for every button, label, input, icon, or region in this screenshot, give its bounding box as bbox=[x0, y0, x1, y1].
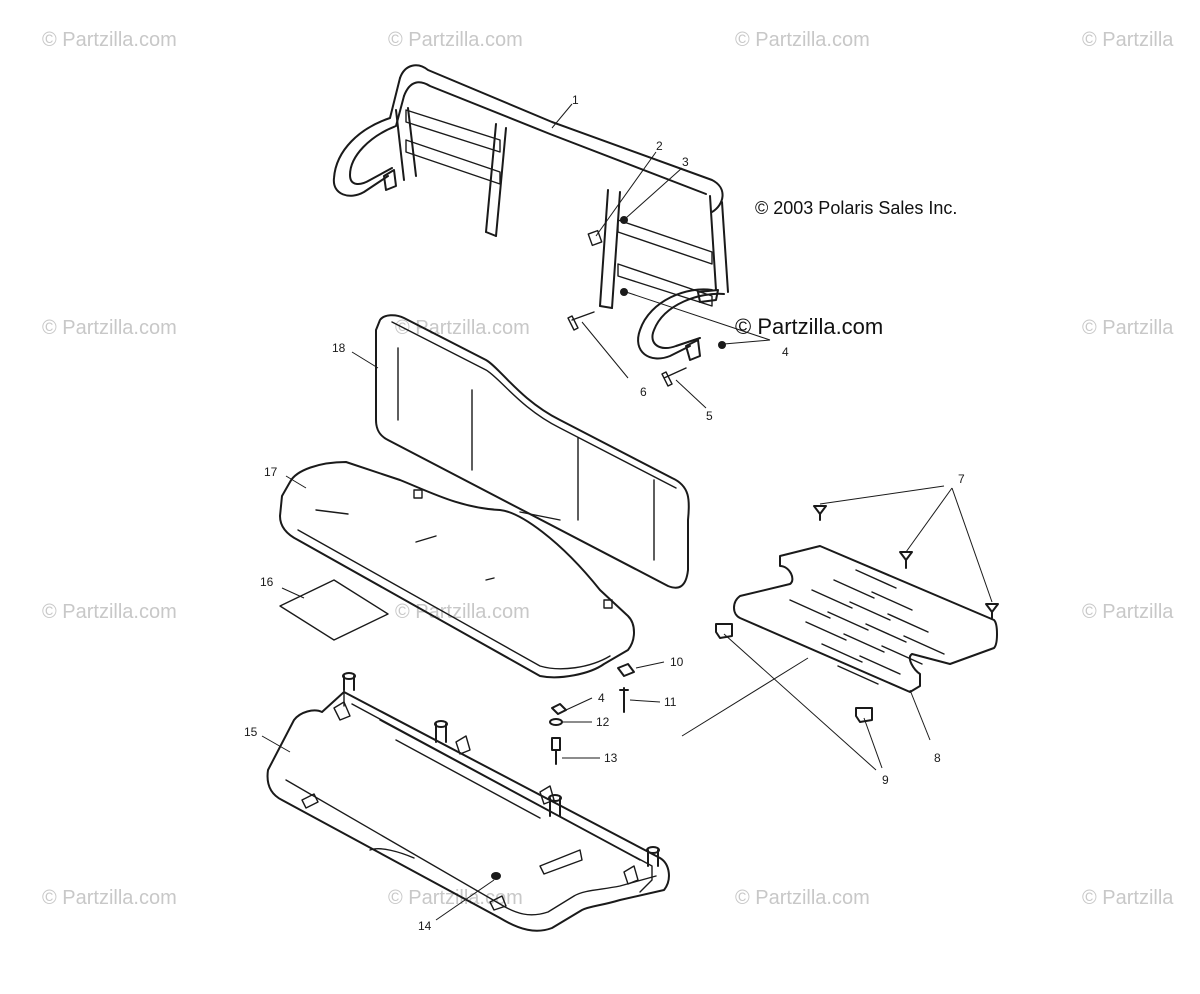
callout-18: 18 bbox=[332, 341, 346, 355]
watermark: © Partzilla.com bbox=[42, 887, 177, 909]
part-3-nut bbox=[620, 216, 628, 296]
part-2-bolt bbox=[587, 229, 603, 247]
watermark: © Partzilla.com bbox=[42, 317, 177, 339]
callout-8: 8 bbox=[934, 751, 941, 765]
callout-17: 17 bbox=[264, 465, 278, 479]
watermark: © Partzilla bbox=[1082, 317, 1174, 339]
callout-9: 9 bbox=[882, 773, 889, 787]
part-12-washer bbox=[549, 718, 563, 726]
callout-10: 10 bbox=[670, 655, 684, 669]
callout-2: 2 bbox=[656, 139, 663, 153]
watermark: © Partzilla.com bbox=[388, 887, 523, 909]
part-5-bolt bbox=[661, 367, 687, 387]
callout-4b: 4 bbox=[598, 691, 605, 705]
callout-15: 15 bbox=[244, 725, 258, 739]
watermark: © Partzilla.com bbox=[735, 887, 870, 909]
watermark: © Partzilla.com bbox=[395, 601, 530, 623]
watermark: © Partzilla.com bbox=[42, 601, 177, 623]
part-18-seat-back bbox=[375, 314, 690, 589]
part-10-clip bbox=[617, 663, 635, 677]
copyright-text: © 2003 Polaris Sales Inc. bbox=[755, 198, 957, 218]
part-11-bolt bbox=[619, 687, 629, 713]
part-14-grommet bbox=[491, 872, 501, 880]
watermark: © Partzilla.com bbox=[388, 29, 523, 51]
callout-5: 5 bbox=[706, 409, 713, 423]
watermark: © Partzilla bbox=[1082, 887, 1174, 909]
part-4-nut-lower bbox=[551, 703, 567, 715]
callout-7: 7 bbox=[958, 472, 965, 486]
watermark: © Partzilla bbox=[1082, 29, 1174, 51]
part-7-screw bbox=[813, 505, 999, 619]
watermarks: © Partzilla.com © Partzilla.com © Partzi… bbox=[42, 29, 1174, 909]
callout-1: 1 bbox=[572, 93, 579, 107]
part-9-clip bbox=[715, 623, 873, 723]
watermark: © Partzilla.com bbox=[735, 29, 870, 51]
callout-4: 4 bbox=[782, 345, 789, 359]
callout-13: 13 bbox=[604, 751, 618, 765]
callout-14: 14 bbox=[418, 919, 432, 933]
callout-11: 11 bbox=[664, 695, 677, 709]
part-6-bolt bbox=[567, 311, 595, 331]
watermark: © Partzilla bbox=[1082, 601, 1174, 623]
watermark: © Partzilla.com bbox=[395, 317, 530, 339]
part-17-seat-cushion bbox=[279, 461, 635, 679]
part-8-floor-plate bbox=[733, 545, 998, 693]
leader-lines bbox=[261, 103, 993, 921]
slot-pattern bbox=[789, 569, 945, 685]
callout-6: 6 bbox=[640, 385, 647, 399]
callout-3: 3 bbox=[682, 155, 689, 169]
part-4-nut bbox=[718, 341, 726, 349]
callouts: 1 2 3 4 5 6 7 8 9 10 4 11 12 13 14 15 16… bbox=[244, 93, 965, 933]
callout-12: 12 bbox=[596, 715, 610, 729]
part-15-seat-base bbox=[266, 672, 670, 932]
callout-16: 16 bbox=[260, 575, 274, 589]
watermark-main: © Partzilla.com bbox=[735, 314, 883, 339]
watermark: © Partzilla.com bbox=[42, 29, 177, 51]
part-1-grab-bar bbox=[332, 64, 729, 361]
part-16-decal bbox=[279, 579, 389, 641]
part-13-fastener bbox=[551, 737, 561, 765]
